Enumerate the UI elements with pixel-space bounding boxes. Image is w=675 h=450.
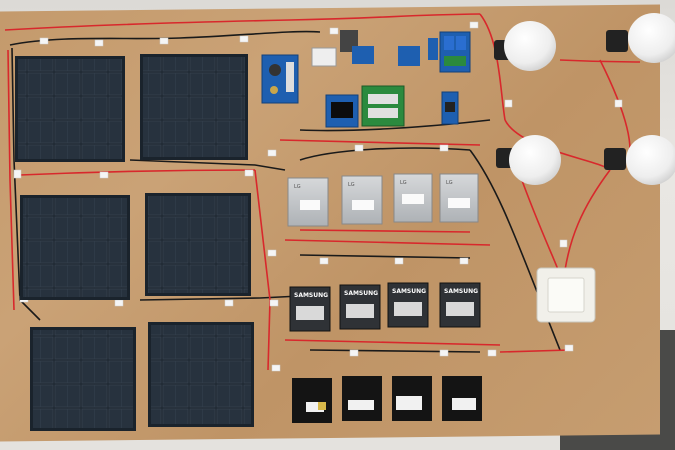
small-batteries xyxy=(292,376,482,423)
lg-battery: LG xyxy=(439,173,479,223)
light-bulbs xyxy=(494,13,675,185)
solar-panel xyxy=(145,193,251,296)
battery-brand: LG xyxy=(294,184,301,190)
solar-panels xyxy=(15,54,254,431)
solar-panel xyxy=(148,322,254,427)
wire-clips xyxy=(13,21,623,372)
lg-battery: LG xyxy=(287,177,329,227)
solar-panel xyxy=(15,56,125,162)
battery-brand: SAMSUNG xyxy=(392,288,426,295)
small-battery xyxy=(442,376,482,421)
lg-batteries: LG LG LG LG xyxy=(287,173,479,227)
buck-converter-module xyxy=(261,54,299,104)
battery-brand: SAMSUNG xyxy=(344,290,378,297)
small-battery xyxy=(292,378,332,423)
light-bulb xyxy=(496,135,561,185)
samsung-battery: SAMSUNG xyxy=(339,284,381,330)
small-battery xyxy=(342,376,382,421)
battery-brand: SAMSUNG xyxy=(444,288,478,295)
samsung-battery: SAMSUNG xyxy=(289,286,331,332)
lg-battery: LG xyxy=(341,175,383,225)
battery-charger-board xyxy=(361,85,405,127)
relay-module xyxy=(311,30,358,67)
microcontroller-board xyxy=(441,91,459,125)
electronic-modules xyxy=(261,30,471,128)
light-bulb xyxy=(604,135,675,185)
relay-board xyxy=(439,31,471,73)
sensor-module xyxy=(352,38,438,66)
light-bulb xyxy=(494,21,556,71)
solar-panel xyxy=(30,327,136,431)
battery-brand: LG xyxy=(348,182,355,188)
light-bulb xyxy=(606,13,675,63)
battery-brand: LG xyxy=(446,180,453,186)
samsung-battery: SAMSUNG xyxy=(439,282,481,328)
small-battery xyxy=(392,376,432,421)
samsung-batteries: SAMSUNG SAMSUNG SAMSUNG SAMSUNG xyxy=(289,282,481,332)
lg-battery: LG xyxy=(393,173,433,223)
oled-display-module xyxy=(325,94,359,128)
samsung-battery: SAMSUNG xyxy=(387,282,429,328)
solar-panel xyxy=(20,195,130,300)
solar-panel xyxy=(140,54,248,160)
battery-brand: LG xyxy=(400,180,407,186)
battery-brand: SAMSUNG xyxy=(294,292,328,299)
wall-switch xyxy=(536,267,596,323)
